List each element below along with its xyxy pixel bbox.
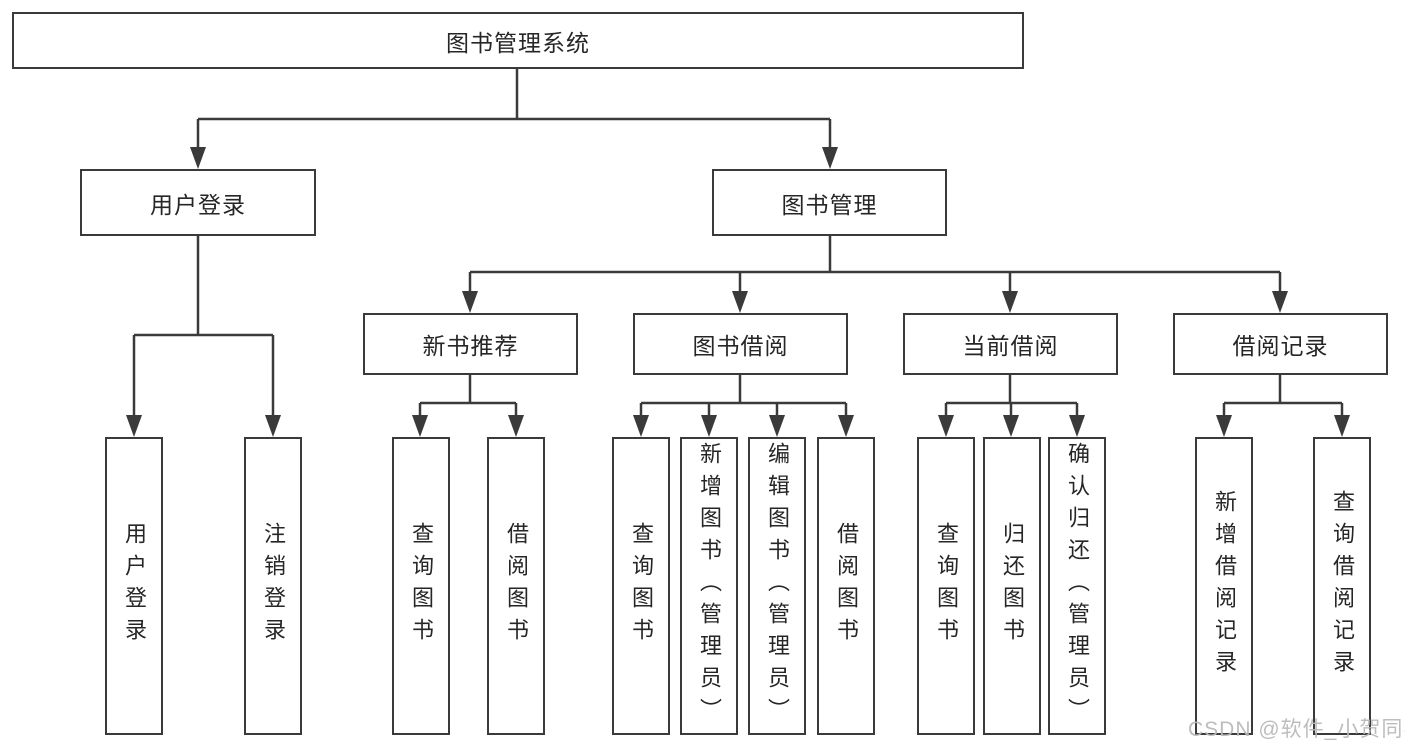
node-current-borrow-label: 当前借阅	[962, 333, 1059, 359]
node-current-borrow: 当前借阅	[903, 313, 1118, 375]
leaf-recommend-query-book: 查询图书	[392, 437, 450, 735]
leaf-current-return-book: 归还图书	[983, 437, 1041, 735]
leaf-borrow-query-book-label: 查询图书	[629, 522, 654, 650]
leaf-borrow-borrow-book-label: 借阅图书	[834, 522, 859, 650]
leaf-borrow-borrow-book: 借阅图书	[817, 437, 875, 735]
leaf-borrow-edit-book-admin-label: 编辑图书（管理员）	[765, 442, 790, 730]
leaf-current-confirm-return-admin: 确认归还（管理员）	[1048, 437, 1106, 735]
node-book-borrow-label: 图书借阅	[692, 333, 789, 359]
node-book-management: 图书管理	[712, 169, 947, 236]
leaf-logout-label: 注销登录	[261, 522, 286, 650]
leaf-records-add-record: 新增借阅记录	[1195, 437, 1253, 735]
node-new-book-recommend: 新书推荐	[363, 313, 578, 375]
leaf-borrow-query-book: 查询图书	[612, 437, 670, 735]
node-user-login-label: 用户登录	[150, 191, 246, 218]
node-book-borrow: 图书借阅	[633, 313, 848, 375]
leaf-user-login-label: 用户登录	[122, 522, 147, 650]
leaf-recommend-borrow-book: 借阅图书	[487, 437, 545, 735]
leaf-borrow-add-book-admin-label: 新增图书（管理员）	[697, 442, 722, 730]
leaf-current-query-book-label: 查询图书	[934, 522, 959, 650]
leaf-current-return-book-label: 归还图书	[1000, 522, 1025, 650]
node-user-login: 用户登录	[80, 169, 316, 236]
leaf-borrow-add-book-admin: 新增图书（管理员）	[680, 437, 738, 735]
csdn-watermark: CSDN @软件_小贺同学	[1188, 718, 1405, 741]
leaf-recommend-query-book-label: 查询图书	[409, 522, 434, 650]
leaf-records-query-record-label: 查询借阅记录	[1330, 490, 1355, 682]
leaf-current-query-book: 查询图书	[917, 437, 975, 735]
node-borrow-records-label: 借阅记录	[1232, 333, 1329, 359]
node-root: 图书管理系统	[12, 12, 1024, 69]
node-new-book-recommend-label: 新书推荐	[422, 333, 519, 359]
leaf-records-add-record-label: 新增借阅记录	[1212, 490, 1237, 682]
leaf-records-query-record: 查询借阅记录	[1313, 437, 1371, 735]
leaf-recommend-borrow-book-label: 借阅图书	[504, 522, 529, 650]
leaf-user-login: 用户登录	[105, 437, 163, 735]
node-book-management-label: 图书管理	[781, 191, 878, 218]
leaf-borrow-edit-book-admin: 编辑图书（管理员）	[748, 437, 806, 735]
leaf-logout: 注销登录	[244, 437, 302, 735]
node-root-label: 图书管理系统	[446, 29, 590, 56]
leaf-current-confirm-return-admin-label: 确认归还（管理员）	[1065, 442, 1090, 730]
node-borrow-records: 借阅记录	[1173, 313, 1388, 375]
